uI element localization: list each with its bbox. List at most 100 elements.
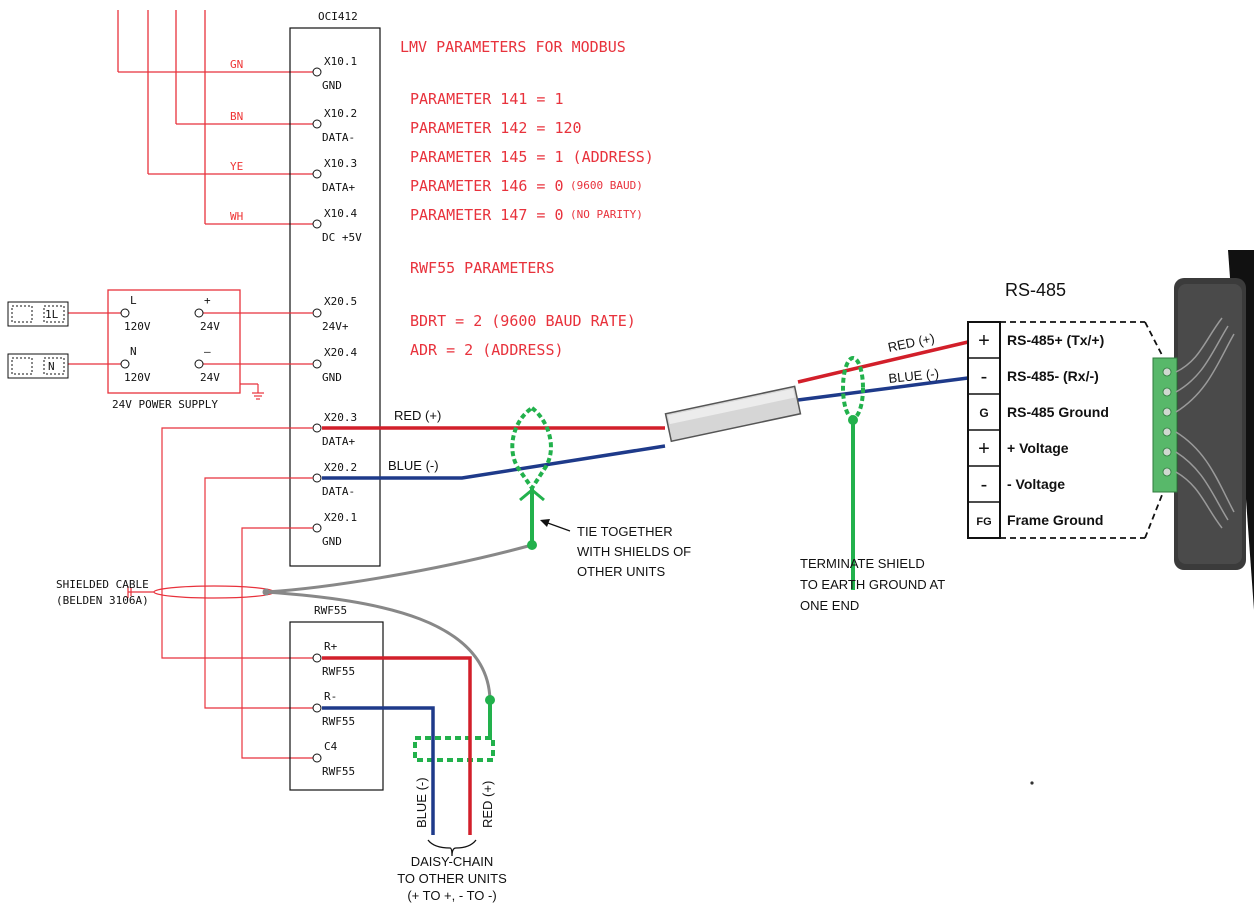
fuse-l-label: 1L	[45, 308, 59, 321]
rs485-symbol-5: -	[981, 474, 988, 496]
terminate-note: TERMINATE SHIELD TO EARTH GROUND AT ONE …	[800, 556, 945, 613]
inline-converter	[664, 385, 802, 443]
rs485-terminal-block: RS-485 + - G + - FG RS-485+ (Tx/+) RS-48…	[967, 280, 1163, 539]
lmv-param-141: PARAMETER 141 = 1	[410, 90, 564, 108]
rwf-terminal-rplus-id: R+	[324, 640, 338, 653]
wire-label-wh: WH	[230, 210, 243, 223]
ps-input-l-sign: L	[130, 294, 137, 307]
lmv-param-147-note: (NO PARITY)	[570, 208, 643, 221]
fuse-n-label: N	[48, 360, 55, 373]
rs485-label-2: RS-485- (Rx/-)	[1007, 368, 1099, 384]
data-cable	[322, 340, 969, 480]
terminate-note-line1: TERMINATE SHIELD	[800, 556, 925, 571]
rwf55-parameters: RWF55 PARAMETERS BDRT = 2 (9600 BAUD RAT…	[410, 259, 636, 359]
rwf-terminal-rminus-name: RWF55	[322, 715, 355, 728]
oci412-title: OCI412	[318, 10, 358, 23]
terminal-x10-2-id: X10.2	[324, 107, 357, 120]
fuse-l: 1L	[7, 301, 69, 327]
rwf-param-adr: ADR = 2 (ADDRESS)	[410, 341, 564, 359]
wire-label-gn: GN	[230, 58, 243, 71]
rwf-terminal-rminus-id: R-	[324, 690, 337, 703]
ps-output-plus-sign: +	[204, 294, 211, 307]
right-blue-label: BLUE (-)	[888, 366, 940, 386]
rs485-device	[1152, 250, 1254, 610]
terminal-x10-1-name: GND	[322, 79, 342, 92]
rs485-label-1: RS-485+ (Tx/+)	[1007, 332, 1104, 348]
rs485-label-4: + Voltage	[1007, 440, 1069, 456]
terminal-x20-4-name: GND	[322, 371, 342, 384]
rs485-symbol-1: +	[978, 330, 990, 352]
terminate-note-line3: ONE END	[800, 598, 859, 613]
ps-input-n-sign: N	[130, 345, 137, 358]
shield-junction	[262, 588, 270, 596]
rs485-label-6: Frame Ground	[1007, 512, 1103, 528]
blue-wire-label: BLUE (-)	[388, 458, 439, 473]
tie-note: TIE TOGETHER WITH SHIELDS OF OTHER UNITS	[540, 519, 691, 579]
vertical-red-label: RED (+)	[480, 781, 495, 828]
oci-input-wires	[117, 10, 313, 225]
terminal-x10-2-name: DATA-	[322, 131, 355, 144]
lmv-heading: LMV PARAMETERS FOR MODBUS	[400, 38, 626, 56]
shielded-cable-line2: (BELDEN 3106A)	[56, 594, 149, 607]
terminal-x20-1-id: X20.1	[324, 511, 357, 524]
shielded-cable-line1: SHIELDED CABLE	[56, 578, 149, 591]
shielded-cable-marker: SHIELDED CABLE (BELDEN 3106A)	[56, 578, 275, 607]
lmv-param-145: PARAMETER 145 = 1 (ADDRESS)	[410, 148, 654, 166]
lmv-param-142: PARAMETER 142 = 120	[410, 119, 582, 137]
rwf-terminal-c4-id: C4	[324, 740, 338, 753]
terminal-x20-3-id: X20.3	[324, 411, 357, 424]
terminate-note-line2: TO EARTH GROUND AT	[800, 577, 945, 592]
lmv-parameters: LMV PARAMETERS FOR MODBUS PARAMETER 141 …	[400, 38, 654, 224]
stray-dot	[1030, 781, 1034, 785]
rs485-label-3: RS-485 Ground	[1007, 404, 1109, 420]
shield-drain-wires	[265, 543, 533, 701]
terminal-x20-2-name: DATA-	[322, 485, 355, 498]
rs485-symbol-3: G	[979, 406, 988, 420]
rwf-param-bdrt: BDRT = 2 (9600 BAUD RATE)	[410, 312, 636, 330]
terminal-x20-3-name: DATA+	[322, 435, 355, 448]
terminal-x10-4-id: X10.4	[324, 207, 357, 220]
lmv-param-146-note: (9600 BAUD)	[570, 179, 643, 192]
rs485-symbol-6: FG	[976, 516, 991, 528]
terminal-x20-5-name: 24V+	[322, 320, 349, 333]
terminal-x20-1-name: GND	[322, 535, 342, 548]
lmv-param-147: PARAMETER 147 = 0	[410, 206, 564, 224]
rs485-title: RS-485	[1005, 280, 1066, 300]
red-wire-label: RED (+)	[394, 408, 441, 423]
daisy-note: DAISY-CHAIN TO OTHER UNITS (+ TO +, - TO…	[397, 854, 507, 903]
ps-output-minus-sign: —	[204, 345, 211, 358]
link-wires	[161, 427, 313, 759]
ps-output-plus-value: 24V	[200, 320, 220, 333]
terminal-x20-5-id: X20.5	[324, 295, 357, 308]
oci412-module: OCI412 X10.1 GND X10.2 DATA- X10.3 DATA+…	[289, 10, 381, 567]
ps-input-n-value: 120V	[124, 371, 151, 384]
rwf-terminal-rplus-name: RWF55	[322, 665, 355, 678]
rs485-symbol-4: +	[978, 438, 990, 460]
shields	[413, 356, 865, 762]
rs485-label-5: - Voltage	[1007, 476, 1065, 492]
lmv-param-146: PARAMETER 146 = 0	[410, 177, 564, 195]
wire-label-bn: BN	[230, 110, 243, 123]
daisy-note-line2: TO OTHER UNITS	[397, 871, 507, 886]
shield-dots	[485, 415, 858, 705]
tie-note-line1: TIE TOGETHER	[577, 524, 673, 539]
vertical-blue-label: BLUE (-)	[414, 777, 429, 828]
wire-label-ye: YE	[230, 160, 243, 173]
daisy-wires	[322, 656, 477, 857]
terminal-x10-1-id: X10.1	[324, 55, 357, 68]
ps-input-l-value: 120V	[124, 320, 151, 333]
terminal-x10-4-name: DC +5V	[322, 231, 362, 244]
rwf55-module: RWF55 R+ RWF55 R- RWF55 C4 RWF55	[289, 604, 384, 791]
ps-label: 24V POWER SUPPLY	[112, 398, 218, 411]
tie-note-line3: OTHER UNITS	[577, 564, 665, 579]
rwf55-title: RWF55	[314, 604, 347, 617]
power-supply: L 120V N 120V + 24V — 24V 24V POWER SUPP…	[7, 289, 313, 411]
terminal-x20-2-id: X20.2	[324, 461, 357, 474]
terminal-x20-4-id: X20.4	[324, 346, 357, 359]
rs485-symbol-2: -	[981, 366, 988, 388]
fuse-n: N	[7, 353, 69, 379]
daisy-note-line3: (+ TO +, - TO -)	[407, 888, 496, 903]
rwf-terminal-c4-name: RWF55	[322, 765, 355, 778]
terminal-x10-3-name: DATA+	[322, 181, 355, 194]
